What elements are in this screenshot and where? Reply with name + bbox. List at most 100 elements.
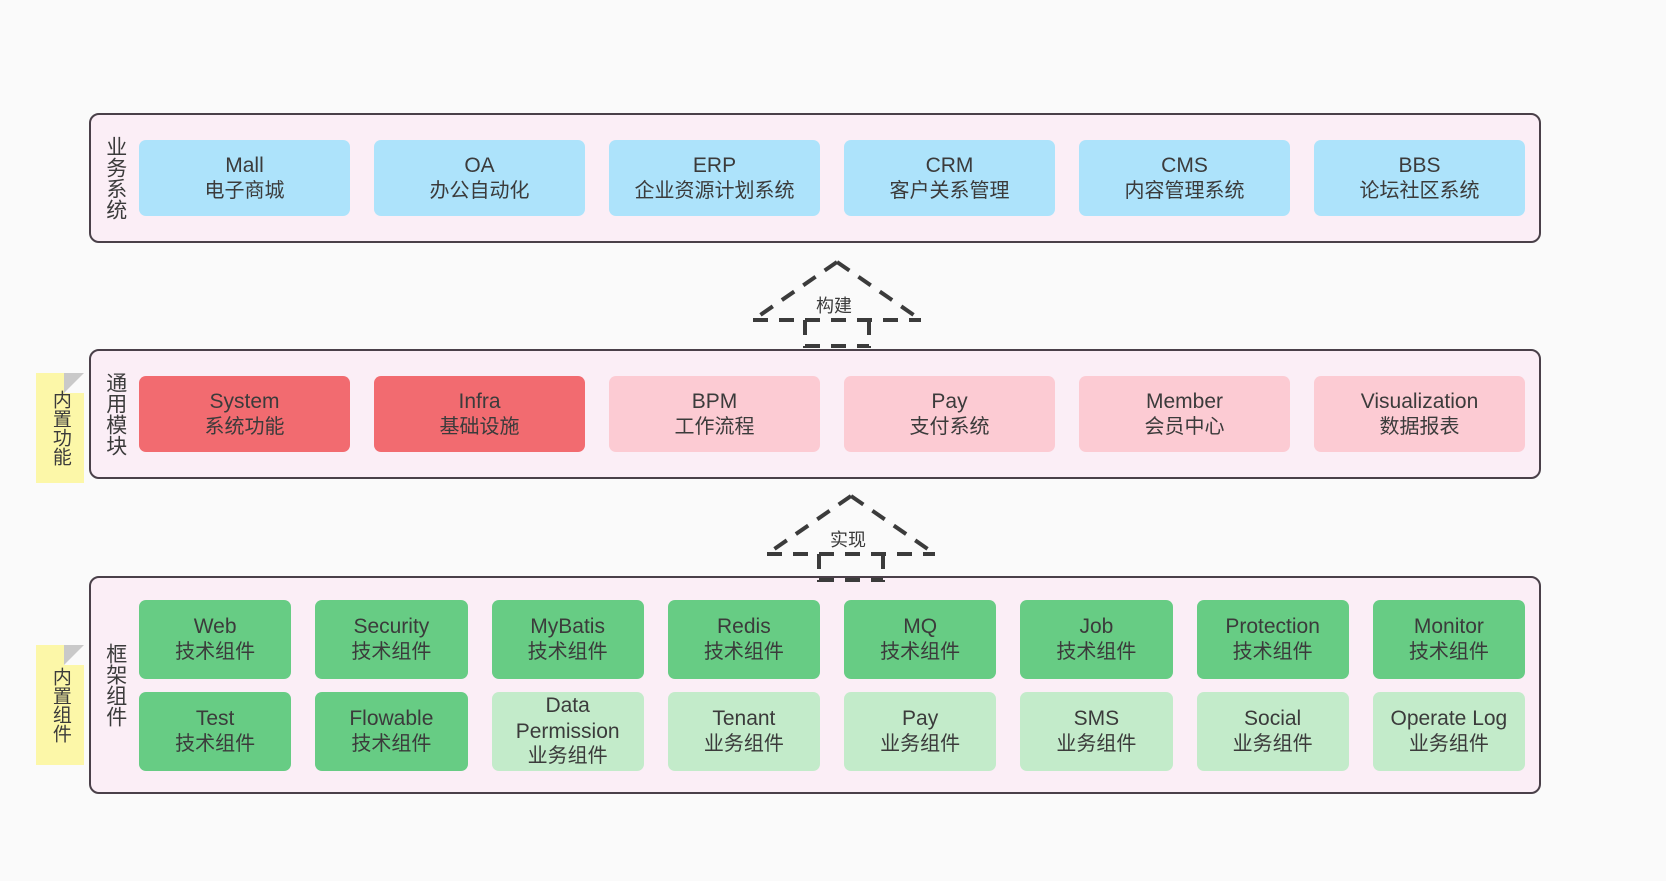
component-title: Redis <box>717 615 771 638</box>
component-subtitle: 内容管理系统 <box>1124 179 1245 202</box>
component-subtitle: 业务组件 <box>1232 732 1313 755</box>
component-subtitle: 技术组件 <box>1056 640 1137 663</box>
component-box-oa[interactable]: OA 办公自动化 <box>374 140 585 216</box>
component-box-mq[interactable]: MQ 技术组件 <box>844 599 997 679</box>
component-title: SMS <box>1073 707 1120 730</box>
component-title: Infra <box>458 390 501 413</box>
component-subtitle: 技术组件 <box>1408 640 1489 663</box>
note-builtin-features: 内置功能 <box>36 373 84 483</box>
component-title: Visualization <box>1360 390 1479 413</box>
component-subtitle: 业务组件 <box>1056 732 1137 755</box>
component-box-bpm[interactable]: BPM 工作流程 <box>609 376 820 452</box>
component-title: CMS <box>1161 154 1208 177</box>
component-subtitle: 技术组件 <box>175 640 256 663</box>
component-subtitle: 业务组件 <box>527 745 608 768</box>
component-box-social[interactable]: Social 业务组件 <box>1196 691 1349 771</box>
component-box-pay-business[interactable]: Pay 业务组件 <box>844 691 997 771</box>
tier-general-modules: 通用模块 System 系统功能 Infra 基础设施 BPM 工作流程 Pay <box>89 349 1541 479</box>
component-box-monitor[interactable]: Monitor 技术组件 <box>1372 599 1525 679</box>
connector-implement-label: 实现 <box>830 530 866 550</box>
component-box-job[interactable]: Job 技术组件 <box>1020 599 1173 679</box>
component-box-security[interactable]: Security 技术组件 <box>315 599 468 679</box>
tier-general-modules-body: System 系统功能 Infra 基础设施 BPM 工作流程 Pay 支付系统… <box>139 351 1539 477</box>
tier-business-systems-body: Mall 电子商城 OA 办公自动化 ERP 企业资源计划系统 CRM 客户关系… <box>139 115 1539 241</box>
component-subtitle: 客户关系管理 <box>889 179 1010 202</box>
component-title: BPM <box>691 390 738 413</box>
component-box-cms[interactable]: CMS 内容管理系统 <box>1079 140 1290 216</box>
component-row: Web 技术组件 Security 技术组件 MyBatis 技术组件 Redi… <box>139 599 1525 679</box>
component-subtitle: 技术组件 <box>703 640 784 663</box>
component-title: Member <box>1145 390 1224 413</box>
component-subtitle: 技术组件 <box>527 640 608 663</box>
component-subtitle: 技术组件 <box>175 732 256 755</box>
component-title: System <box>209 390 280 413</box>
component-title: Flowable <box>349 707 434 730</box>
component-subtitle: 技术组件 <box>1232 640 1313 663</box>
component-box-test[interactable]: Test 技术组件 <box>139 691 292 771</box>
component-box-operate-log[interactable]: Operate Log 业务组件 <box>1372 691 1525 771</box>
component-subtitle: 技术组件 <box>880 640 961 663</box>
component-box-pay[interactable]: Pay 支付系统 <box>844 376 1055 452</box>
component-box-data-permission[interactable]: Data Permission 业务组件 <box>491 691 644 771</box>
component-title: BBS <box>1398 154 1441 177</box>
component-title: Tenant <box>712 707 776 730</box>
component-subtitle: 系统功能 <box>204 415 285 438</box>
connector-build-right-edge <box>835 260 923 322</box>
component-subtitle: 工作流程 <box>674 415 755 438</box>
component-subtitle: 论坛社区系统 <box>1359 179 1480 202</box>
tier-framework-components-body: Web 技术组件 Security 技术组件 MyBatis 技术组件 Redi… <box>139 578 1539 792</box>
note-builtin-components-label: 内置组件 <box>49 667 71 743</box>
component-title: OA <box>464 154 495 177</box>
component-subtitle: 办公自动化 <box>429 179 530 202</box>
component-box-infra[interactable]: Infra 基础设施 <box>374 376 585 452</box>
component-box-web[interactable]: Web 技术组件 <box>139 599 292 679</box>
component-subtitle: 业务组件 <box>880 732 961 755</box>
component-box-flowable[interactable]: Flowable 技术组件 <box>315 691 468 771</box>
component-title: ERP <box>692 154 737 177</box>
component-box-mybatis[interactable]: MyBatis 技术组件 <box>491 599 644 679</box>
component-box-mall[interactable]: Mall 电子商城 <box>139 140 350 216</box>
component-subtitle: 支付系统 <box>909 415 990 438</box>
component-box-redis[interactable]: Redis 技术组件 <box>667 599 820 679</box>
note-builtin-components: 内置组件 <box>36 645 84 765</box>
component-title: Social <box>1244 707 1302 730</box>
connector-build: 构建 <box>751 258 923 348</box>
component-box-crm[interactable]: CRM 客户关系管理 <box>844 140 1055 216</box>
connector-build-label: 构建 <box>816 296 852 316</box>
component-subtitle: 业务组件 <box>1408 732 1489 755</box>
component-box-tenant[interactable]: Tenant 业务组件 <box>667 691 820 771</box>
tier-framework-components: 框架组件 Web 技术组件 Security 技术组件 MyBatis 技术组件… <box>89 576 1541 794</box>
component-box-system[interactable]: System 系统功能 <box>139 376 350 452</box>
connector-build-stem <box>803 320 871 348</box>
component-box-member[interactable]: Member 会员中心 <box>1079 376 1290 452</box>
component-title: Operate Log <box>1390 707 1508 730</box>
component-title: Job <box>1079 615 1114 638</box>
component-title: Data Permission <box>515 694 620 743</box>
component-box-erp[interactable]: ERP 企业资源计划系统 <box>609 140 820 216</box>
tier-general-modules-label: 通用模块 <box>103 372 127 456</box>
component-row: Mall 电子商城 OA 办公自动化 ERP 企业资源计划系统 CRM 客户关系… <box>139 140 1525 216</box>
connector-implement-right-edge <box>849 494 937 556</box>
component-box-sms[interactable]: SMS 业务组件 <box>1020 691 1173 771</box>
component-subtitle: 技术组件 <box>351 732 432 755</box>
connector-implement-stem <box>817 554 885 582</box>
connector-implement-left-edge <box>765 494 853 556</box>
component-subtitle: 企业资源计划系统 <box>634 179 795 202</box>
component-box-protection[interactable]: Protection 技术组件 <box>1196 599 1349 679</box>
note-builtin-features-label: 内置功能 <box>49 390 71 466</box>
tier-framework-components-label: 框架组件 <box>103 643 127 727</box>
tier-business-systems-label: 业务系统 <box>103 136 127 220</box>
component-title: MQ <box>903 615 938 638</box>
component-title: MyBatis <box>530 615 605 638</box>
component-title: Pay <box>931 390 968 413</box>
tier-business-systems: 业务系统 Mall 电子商城 OA 办公自动化 ERP 企业资源计划系统 CRM <box>89 113 1541 243</box>
connector-build-left-edge <box>751 260 839 322</box>
component-subtitle: 会员中心 <box>1144 415 1225 438</box>
component-subtitle: 电子商城 <box>204 179 285 202</box>
component-title: Monitor <box>1413 615 1484 638</box>
component-box-visualization[interactable]: Visualization 数据报表 <box>1314 376 1525 452</box>
component-subtitle: 技术组件 <box>351 640 432 663</box>
component-box-bbs[interactable]: BBS 论坛社区系统 <box>1314 140 1525 216</box>
component-title: Security <box>353 615 430 638</box>
